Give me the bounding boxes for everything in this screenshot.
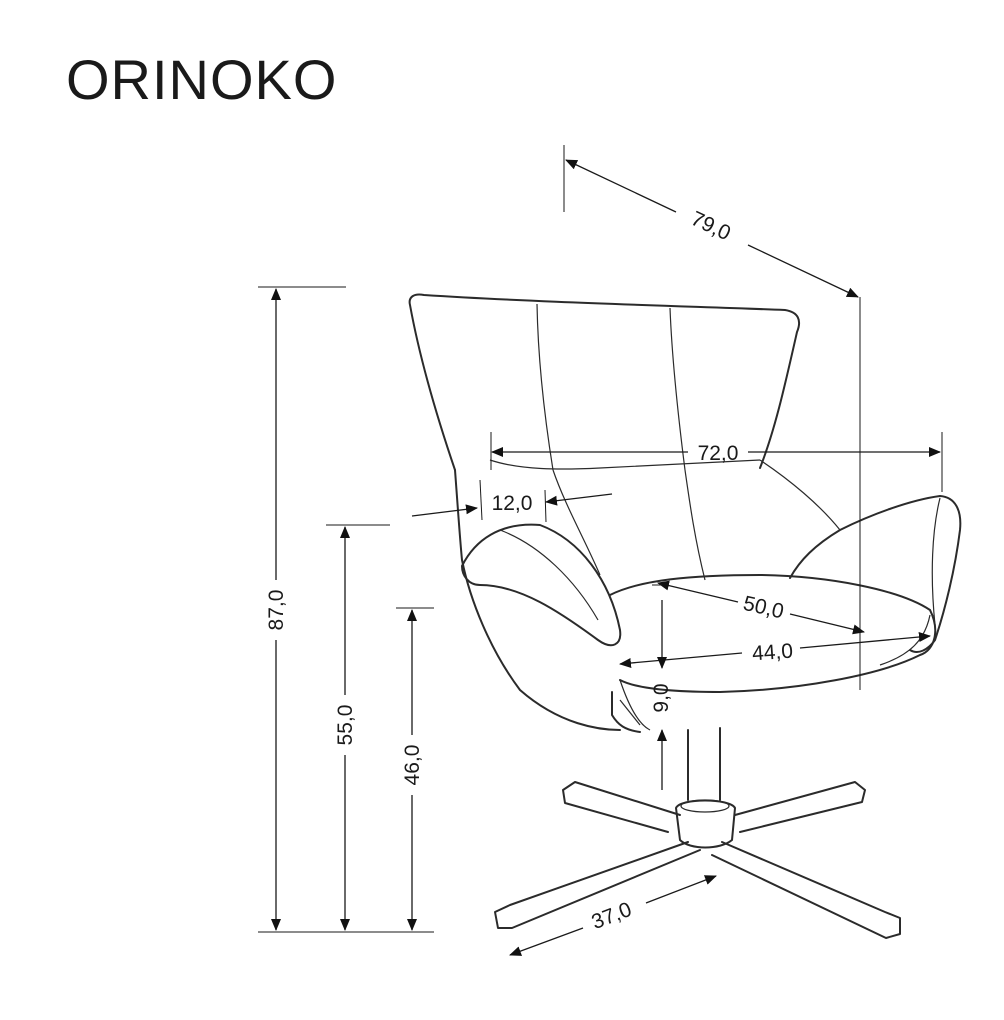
dim-seat-depth: 50,0	[657, 580, 865, 635]
dim-total-height: 87,0	[258, 286, 434, 933]
dim-label-armrest: 12,0	[492, 492, 533, 515]
dim-label-seat-depth: 50,0	[741, 592, 786, 624]
dim-label-depth: 79,0	[687, 207, 734, 245]
dim-label-width: 72,0	[698, 442, 739, 465]
dim-label-seat-width: 44,0	[751, 640, 793, 666]
dim-label-armrest-height: 55,0	[334, 705, 357, 746]
dim-label-cushion: 9,0	[650, 683, 673, 712]
product-title: ORINOKO	[66, 48, 338, 111]
dim-depth: 79,0	[563, 145, 861, 690]
dim-cushion: 9,0	[650, 584, 673, 790]
dim-width: 72,0	[490, 432, 943, 492]
dim-label-base: 37,0	[588, 898, 634, 934]
chair-outline	[408, 293, 962, 939]
dim-seat-width: 44,0	[619, 632, 931, 668]
dim-label-total-height: 87,0	[265, 590, 288, 631]
dim-armrest-height: 55,0	[326, 524, 390, 931]
dim-seat-height: 46,0	[396, 607, 434, 931]
dim-label-seat-height: 46,0	[401, 745, 424, 786]
dim-armrest: 12,0	[411, 479, 613, 523]
